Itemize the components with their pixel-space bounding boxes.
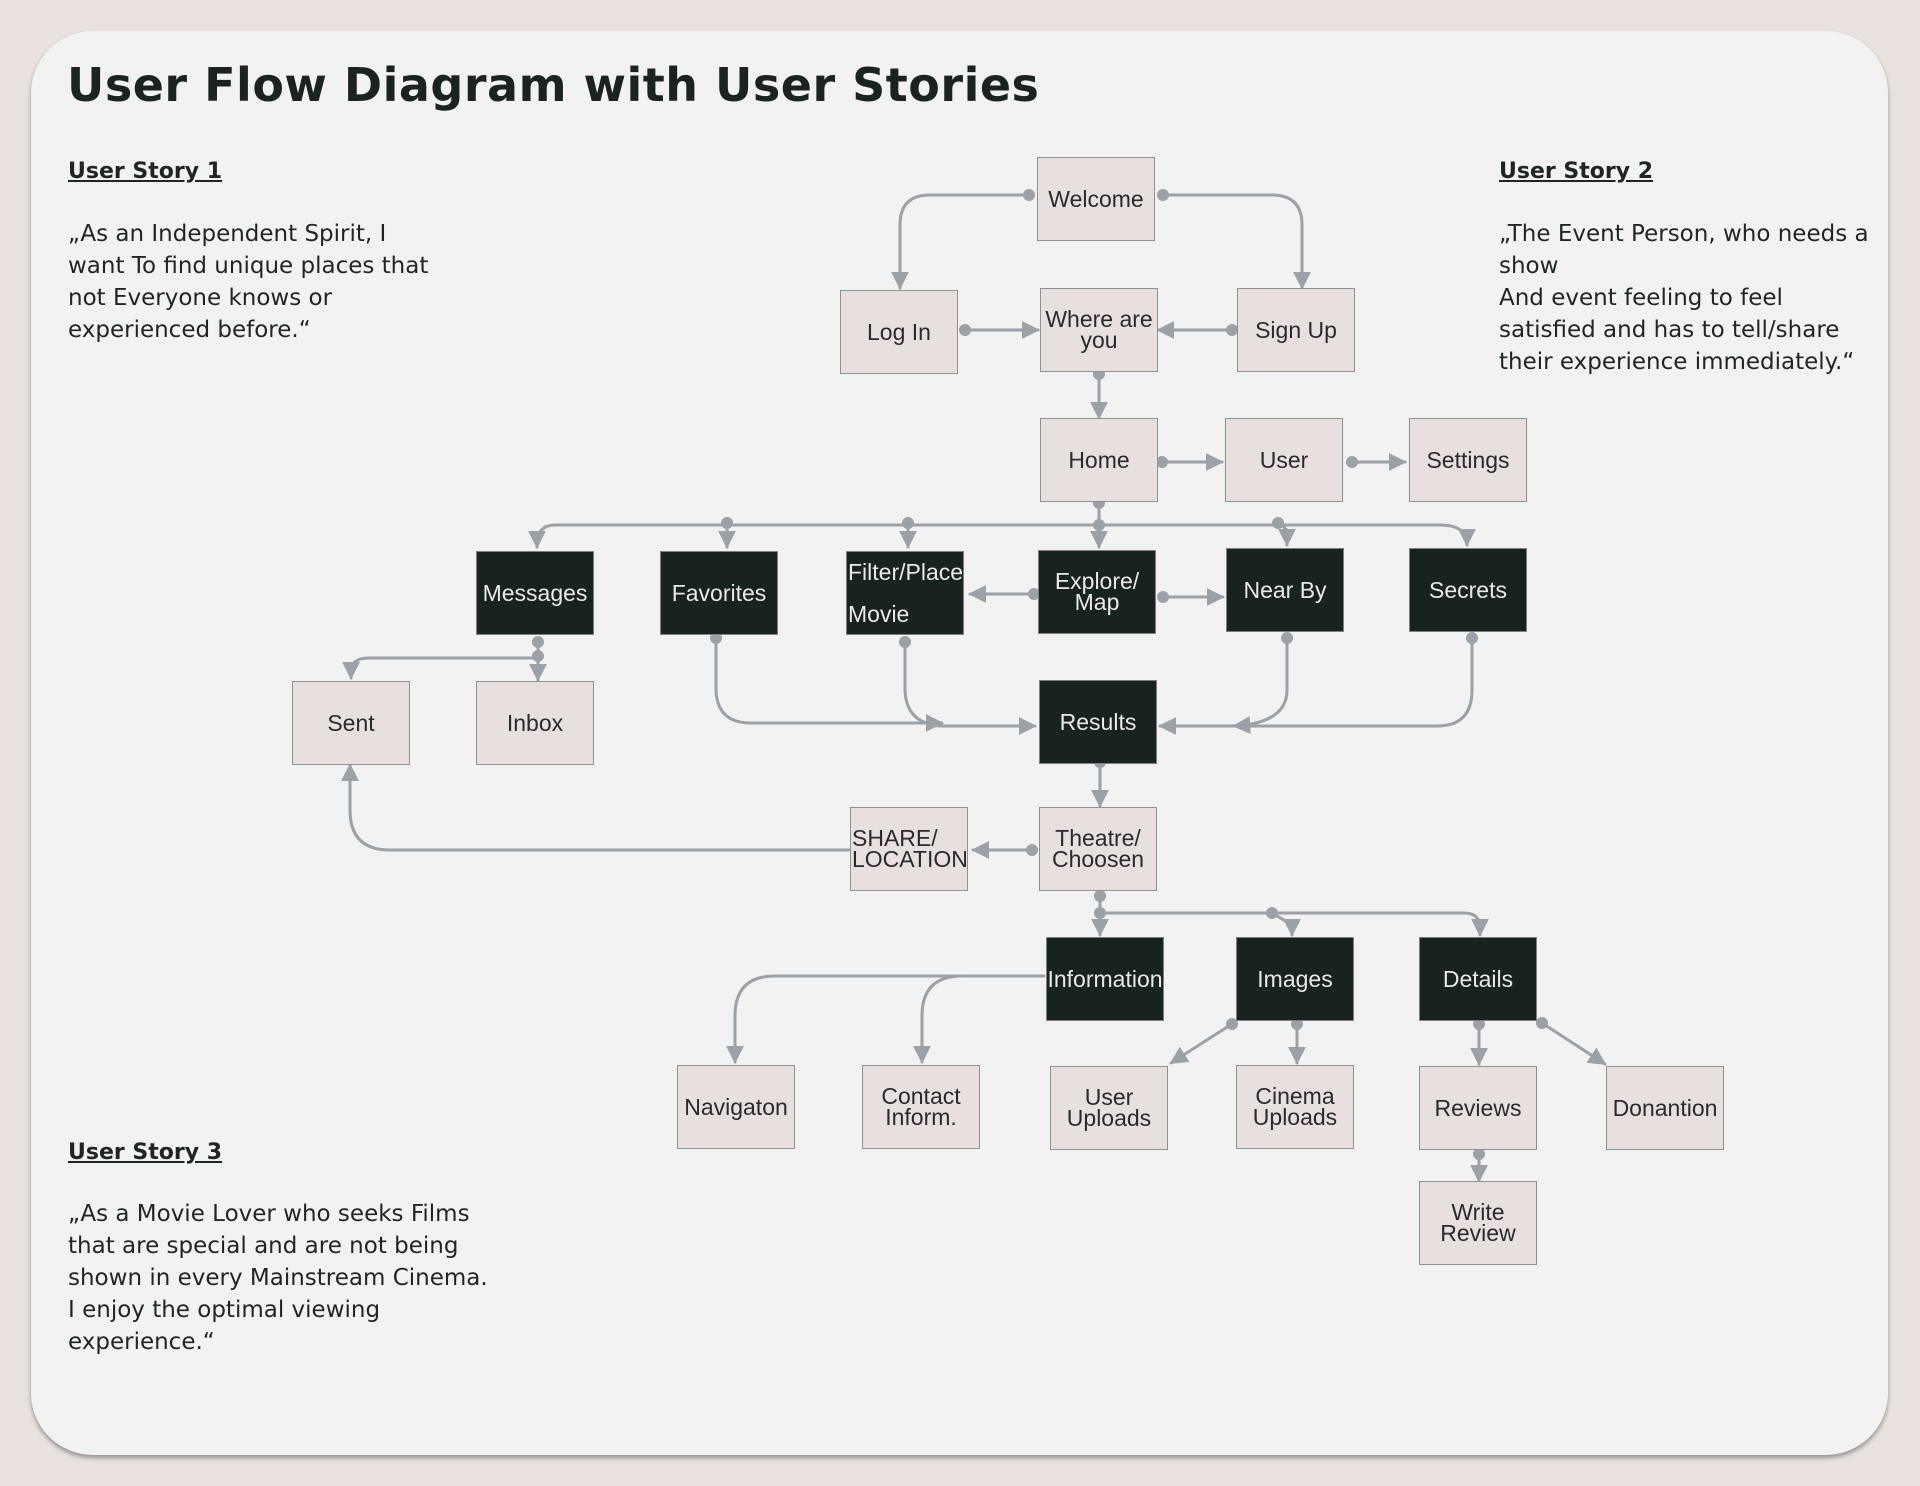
node-details: Details xyxy=(1419,937,1537,1021)
user-story-2-text: „The Event Person, who needs a show And … xyxy=(1499,221,1869,375)
edge-bus-left-end xyxy=(535,523,557,547)
edge-split-sent xyxy=(342,656,371,680)
user-story-3-heading: User Story 3 xyxy=(68,1140,223,1165)
edge-share-sent xyxy=(341,763,852,852)
edge-details-donation xyxy=(1540,1021,1607,1066)
edge-information-navigation xyxy=(726,974,1046,1064)
edge-welcome-login xyxy=(891,193,1031,290)
edge-filter-results xyxy=(903,640,1037,735)
node-contact-inform: Contact Inform. xyxy=(862,1065,980,1149)
node-theatre-choosen: Theatre/ Choosen xyxy=(1039,807,1157,891)
node-log-in: Log In xyxy=(840,290,958,374)
node-results: Results xyxy=(1039,680,1157,764)
node-welcome: Welcome xyxy=(1037,157,1155,241)
node-write-review: Write Review xyxy=(1419,1181,1537,1265)
edge-bus xyxy=(553,523,1469,547)
user-story-1-heading: User Story 1 xyxy=(68,159,223,184)
node-settings: Settings xyxy=(1409,418,1527,502)
node-donation: Donantion xyxy=(1606,1066,1724,1150)
node-where-are-you: Where are you xyxy=(1040,288,1158,372)
node-navigation: Navigaton xyxy=(677,1065,795,1149)
node-information: Information xyxy=(1046,937,1164,1021)
user-story-1-text: „As an Independent Spirit, I want To fin… xyxy=(68,221,429,343)
edge-information-contact xyxy=(913,974,1046,1064)
user-story-3-text: „As a Movie Lover who seeks Films that a… xyxy=(68,1201,488,1355)
edge-images-useruploads xyxy=(1169,1022,1234,1065)
node-reviews: Reviews xyxy=(1419,1066,1537,1150)
node-cinema-uploads: Cinema Uploads xyxy=(1236,1065,1354,1149)
user-story-2-heading: User Story 2 xyxy=(1499,159,1654,184)
edge-theatre-bus-h xyxy=(1098,911,1489,937)
edge-nearby-results xyxy=(1232,636,1289,735)
edge-bus-images xyxy=(1270,911,1301,937)
node-messages: Messages xyxy=(476,551,594,635)
node-near-by: Near By xyxy=(1226,548,1344,632)
node-inbox: Inbox xyxy=(476,681,594,765)
node-filter-place-movie: Filter/Place Movie xyxy=(846,551,964,635)
node-favorites: Favorites xyxy=(660,551,778,635)
node-sent: Sent xyxy=(292,681,410,765)
node-images: Images xyxy=(1236,937,1354,1021)
node-secrets: Secrets xyxy=(1409,548,1527,632)
node-explore-map: Explore/ Map xyxy=(1038,550,1156,634)
edge-welcome-signup xyxy=(1161,193,1311,290)
edge-secrets-results xyxy=(1158,636,1474,735)
node-share-location: SHARE/ LOCATION xyxy=(850,807,968,891)
node-user: User xyxy=(1225,418,1343,502)
node-user-uploads: User Uploads xyxy=(1050,1066,1168,1150)
page-title: User Flow Diagram with User Stories xyxy=(67,58,1040,112)
node-sign-up: Sign Up xyxy=(1237,288,1355,372)
node-home: Home xyxy=(1040,418,1158,502)
edge-favorites-results xyxy=(714,636,944,732)
